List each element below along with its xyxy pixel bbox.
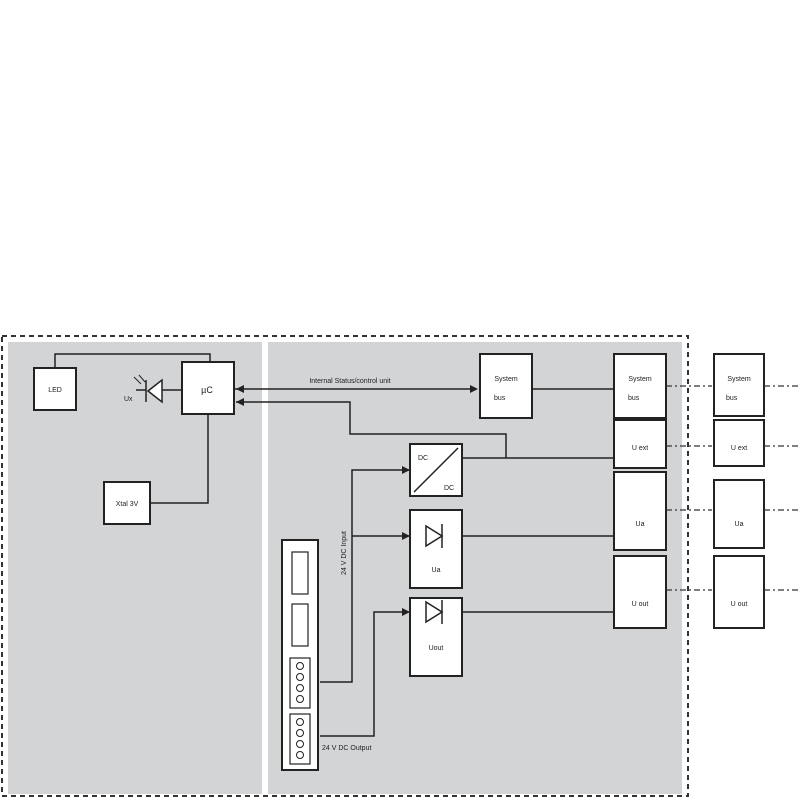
system-bus-center-line1: System <box>494 376 518 383</box>
left-panel <box>8 342 262 794</box>
rail-far-segment-1: U ext <box>713 419 765 467</box>
led-icon: Ux <box>124 374 182 404</box>
rail-far-label-1: U ext <box>731 445 747 452</box>
output-label: 24 V DC Output <box>322 745 371 752</box>
internal-bus-arrow-left <box>236 385 244 393</box>
rail-right-segment-2: Ua <box>613 471 667 551</box>
led-block-label: LED <box>48 387 62 394</box>
rail-right-segment-1: U ext <box>613 419 667 469</box>
wire-output-feed <box>320 611 410 737</box>
system-bus-far-line2: bus <box>726 395 738 402</box>
rail-far-segment-2: Ua <box>713 479 765 549</box>
rail-right-label-1: U ext <box>632 445 648 452</box>
rail-right-label-2: Ua <box>636 521 645 528</box>
wire-input-feed <box>320 469 410 683</box>
diode-low-label: Uout <box>429 645 444 652</box>
input-arrow-dcdc <box>402 466 410 474</box>
microcontroller-label: µC <box>201 385 213 395</box>
system-bus-right: System bus <box>613 353 667 419</box>
input-label: 24 V DC Input <box>341 531 348 575</box>
wire-dcdc-feedback <box>236 401 507 458</box>
rail-far-label-2: Ua <box>735 521 744 528</box>
feedback-arrow <box>236 398 244 406</box>
internal-bus-arrow-right <box>470 385 478 393</box>
xtal-label: Xtal 3V <box>116 501 139 508</box>
wire-uc-to-xtal <box>150 414 209 504</box>
diode-icon: Uout <box>409 597 463 677</box>
internal-bus-label: Internal Status/control unit <box>309 378 390 385</box>
rail-right-segment-3: U out <box>613 555 667 629</box>
system-bus-far: System bus <box>713 353 765 417</box>
wire-led-to-uc <box>54 353 211 368</box>
diode-mid-label: Ua <box>432 567 441 574</box>
dcdc-top-label: DC <box>418 455 428 462</box>
system-bus-center: System bus <box>479 353 533 419</box>
led-symbol-label: Ux <box>124 396 133 403</box>
output-arrow-diode-low <box>402 608 410 616</box>
rail-far-segment-3: U out <box>713 555 765 629</box>
xtal-block: Xtal 3V <box>103 481 151 525</box>
rail-far-label-3: U out <box>731 601 748 608</box>
input-arrow-diode-mid <box>402 532 410 540</box>
terminal-connector-icon <box>281 539 319 771</box>
microcontroller-block: µC <box>181 361 235 415</box>
diode-icon: Ua <box>409 509 463 589</box>
system-bus-right-line2: bus <box>628 395 640 402</box>
system-bus-right-line1: System <box>628 376 652 383</box>
system-bus-center-line2: bus <box>494 395 506 402</box>
module-dashed-border <box>1 335 689 797</box>
dcdc-bottom-label: DC <box>444 485 454 492</box>
dc-dc-converter-icon: DC DC <box>409 443 463 497</box>
led-block: LED <box>33 367 77 411</box>
system-bus-far-line1: System <box>727 376 751 383</box>
rail-right-label-3: U out <box>632 601 649 608</box>
